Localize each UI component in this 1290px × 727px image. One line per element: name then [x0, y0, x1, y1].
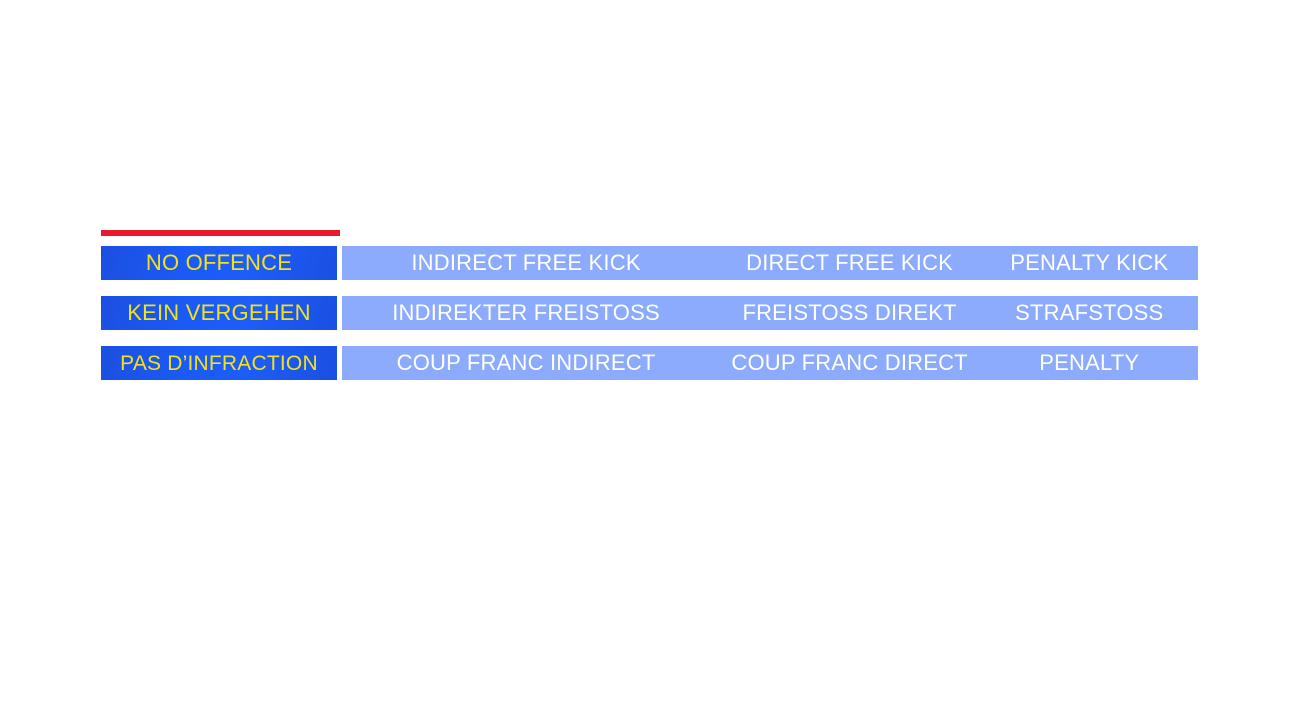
- sanctions-cell-english[interactable]: INDIRECT FREE KICK DIRECT FREE KICK PENA…: [342, 246, 1198, 280]
- sanction-label-indirekter-freistoss: INDIREKTER FREISTOSS: [392, 300, 660, 325]
- offence-cell-german[interactable]: KEIN VERGEHEN: [101, 296, 337, 330]
- table-row: PAS D’INFRACTION COUP FRANC INDIRECT COU…: [101, 346, 1198, 380]
- table-row: KEIN VERGEHEN INDIREKTER FREISTOSS FREIS…: [101, 296, 1198, 330]
- offence-label: KEIN VERGEHEN: [127, 300, 311, 325]
- cell-gap: [337, 246, 342, 280]
- offence-cell-french[interactable]: PAS D’INFRACTION: [101, 346, 337, 380]
- cell-gap: [337, 296, 342, 330]
- accent-rule: [101, 230, 340, 236]
- sanction-label-direct-free-kick: DIRECT FREE KICK: [746, 250, 954, 275]
- decision-table: NO OFFENCE INDIRECT FREE KICK DIRECT FRE…: [101, 246, 1198, 380]
- offence-label: NO OFFENCE: [145, 250, 293, 275]
- sanction-label-penalty: PENALTY: [1039, 350, 1140, 375]
- offence-cell-english[interactable]: NO OFFENCE: [101, 246, 337, 280]
- sanction-label-coup-franc-indirect: COUP FRANC INDIRECT: [396, 350, 656, 375]
- sanction-label-freistoss-direkt: FREISTOSS DIREKT: [742, 300, 957, 325]
- cell-gap: [337, 346, 342, 380]
- sanction-label-strafstoss: STRAFSTOSS: [1015, 300, 1164, 325]
- sanctions-cell-german[interactable]: INDIREKTER FREISTOSS FREISTOSS DIREKT ST…: [342, 296, 1198, 330]
- table-row: NO OFFENCE INDIRECT FREE KICK DIRECT FRE…: [101, 246, 1198, 280]
- sanction-label-indirect-free-kick: INDIRECT FREE KICK: [411, 250, 641, 275]
- sanction-label-coup-franc-direct: COUP FRANC DIRECT: [731, 350, 968, 375]
- sanctions-cell-french[interactable]: COUP FRANC INDIRECT COUP FRANC DIRECT PE…: [342, 346, 1198, 380]
- sanction-label-penalty-kick: PENALTY KICK: [1010, 250, 1169, 275]
- offence-label: PAS D’INFRACTION: [120, 351, 318, 375]
